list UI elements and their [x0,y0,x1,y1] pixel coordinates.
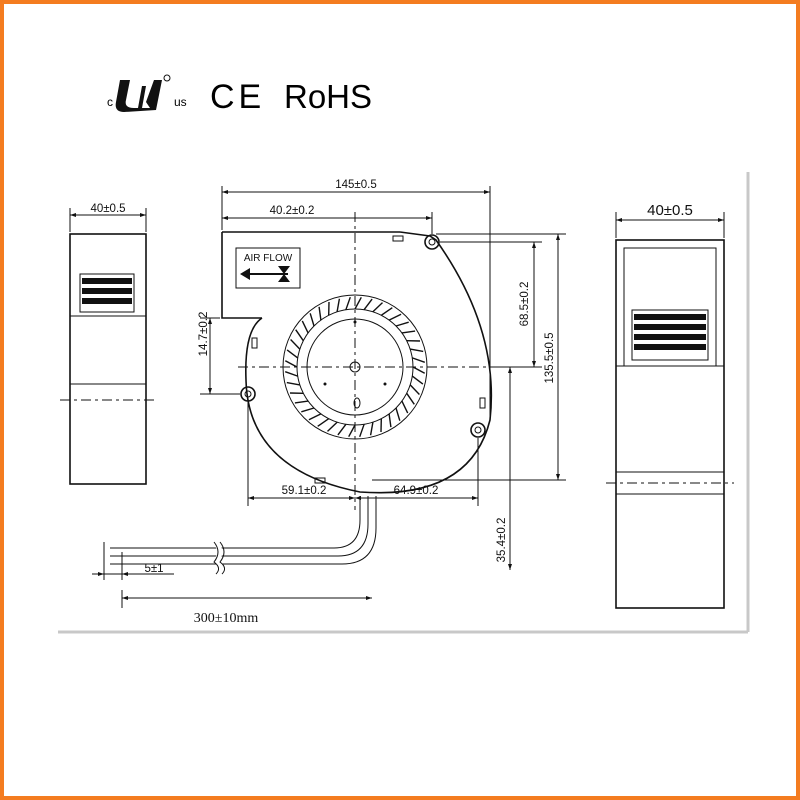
hole-right-dimension: 64.9±0.2 [394,485,439,497]
ul-logo-icon [115,74,171,112]
impeller-blade [337,423,347,436]
outlet-height-dimension: 68.5±0.2 [519,282,531,327]
impeller-blade [380,307,393,316]
certification-marks: c us CE RoHS [107,74,372,116]
ul-us-text: us [174,95,187,109]
ce-mark: CE [210,78,265,116]
total-width-dimension: 145±0.5 [335,179,377,191]
impeller-blade [336,298,341,312]
right-width-dimension: 40±0.5 [647,202,693,219]
impeller-blade [388,413,392,428]
impeller-blade [318,306,322,321]
impeller-blade [359,424,365,438]
airflow-arrow-icon [240,266,290,282]
impeller-blade [406,392,415,405]
strip-length-dimension: 5±1 [144,563,163,575]
tab-height-dimension: 14.7±0.2 [198,312,210,357]
airflow-label: AIR FLOW [244,253,293,264]
mount-hole-top [424,234,440,250]
impeller-blade [412,366,426,374]
impeller-blade [290,339,301,350]
impeller-blade [372,302,383,313]
impeller-blade [401,330,416,334]
impeller-blade [301,320,309,334]
mount-hole-left [240,386,256,402]
impeller-blade [363,298,373,311]
front-dimensions: 145±0.5 40.2±0.2 14.7±0.2 68.5±0.2 135.5… [92,179,566,626]
cable-length-dimension: 300±10mm [194,611,259,626]
impeller-blade [286,381,300,386]
impeller-blade [345,296,351,310]
impeller-blade [401,400,409,414]
impeller-blade [308,413,322,421]
impeller-blade [295,329,304,342]
impeller-blade [327,421,338,432]
impeller-blade [412,357,426,363]
hole-left-dimension: 59.1±0.2 [282,485,327,497]
impeller-blade [348,424,356,438]
impeller-blade [286,349,299,359]
impeller-blade [284,360,298,368]
drawing-panel [58,172,750,634]
impeller-blade [411,375,424,385]
mount-hole-right [470,422,486,438]
front-view: AIR FLOW [103,212,500,580]
impeller-blade [369,422,374,436]
impeller-blade [354,296,362,310]
ul-c-text: c [107,95,113,109]
impeller-blade [410,348,424,353]
impeller-blade [309,313,315,327]
impeller-blade [395,321,409,327]
impeller-blade [395,407,401,421]
rohs-mark: RoHS [284,78,372,115]
left-width-dimension: 40±0.5 [90,203,125,215]
impeller-blade [317,418,330,427]
hole-depth-dimension: 35.4±0.2 [496,518,508,563]
inlet-offset-dimension: 40.2±0.2 [270,205,315,217]
total-height-dimension: 135.5±0.5 [544,332,556,383]
impeller-blade [284,371,298,377]
left-side-view: 40±0.5 [60,203,156,485]
impeller-blade [301,407,315,413]
impeller-blade [388,313,402,321]
impeller-blades [284,296,426,438]
impeller-blade [409,384,420,395]
impeller-blade [294,400,309,404]
right-side-view: 40±0.5 [606,202,734,609]
